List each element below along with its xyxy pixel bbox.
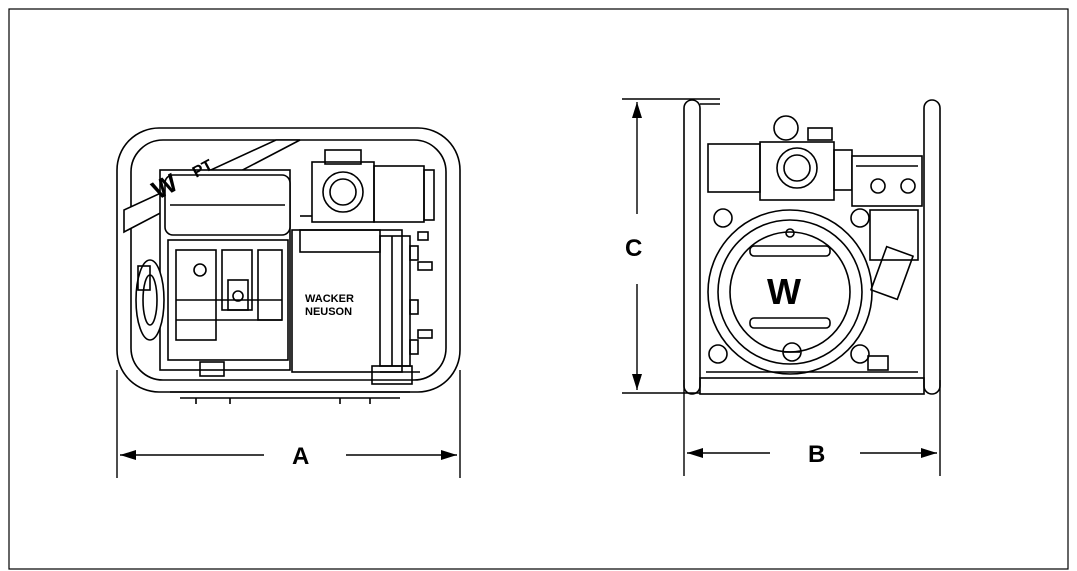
housing-brand-line1: WACKER [305,293,354,305]
housing-brand-line2: NEUSON [305,306,352,318]
dimension-b-label: B [808,441,825,468]
front-frame-left-post [683,99,701,395]
discharge-port [311,161,375,223]
pump-side-view [116,127,461,404]
pump-front-view [683,99,941,395]
front-frame-right-post [923,99,941,395]
dimension-a-label: A [292,443,309,470]
pump-housing [291,229,403,373]
dimension-c-lines [622,98,720,394]
cover-logo-text: W [767,271,801,312]
dimension-b-lines [683,380,941,476]
volute-housing [707,209,873,375]
dimension-a-lines [116,370,461,478]
dimension-c-label: C [625,235,642,262]
